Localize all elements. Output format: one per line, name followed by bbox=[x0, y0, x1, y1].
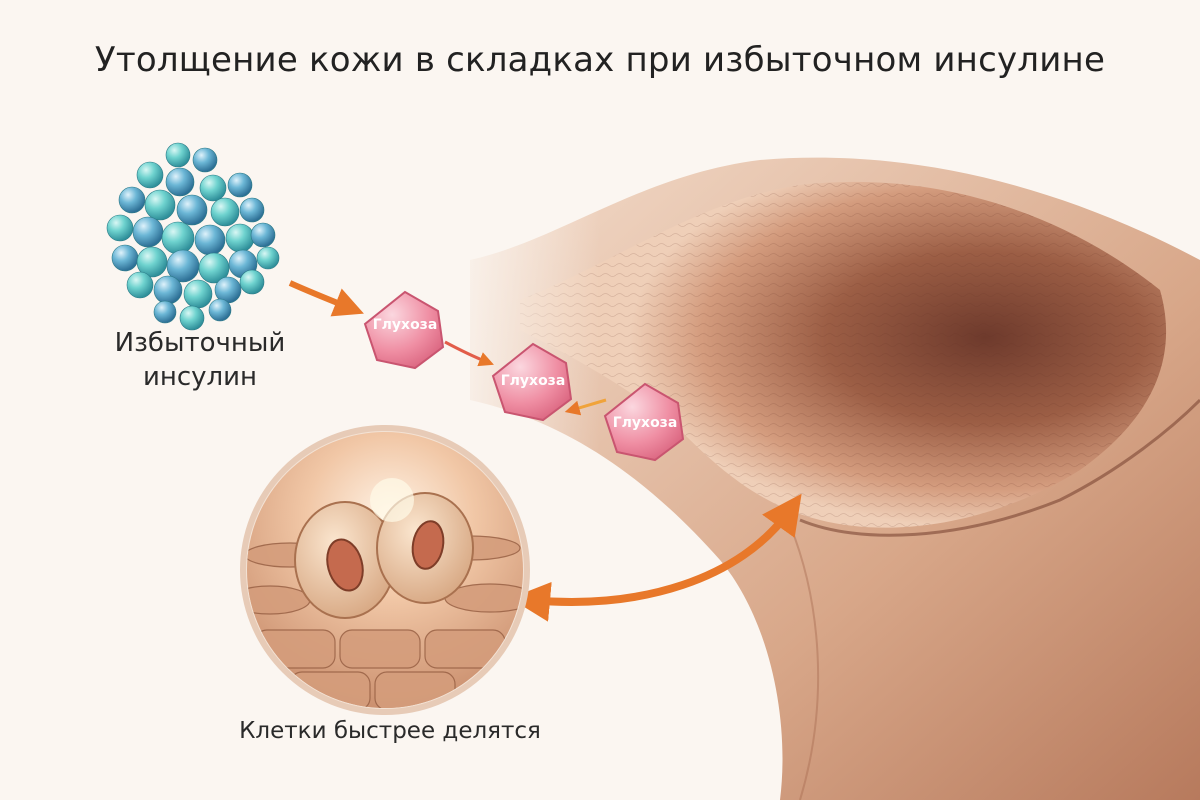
insulin-sphere bbox=[239, 197, 265, 223]
insulin-sphere bbox=[225, 223, 255, 253]
insulin-sphere bbox=[165, 167, 195, 197]
insulin-sphere bbox=[239, 269, 265, 295]
flow-arrows bbox=[288, 280, 802, 622]
glucose-molecule: Глухоза bbox=[603, 382, 685, 462]
insulin-sphere bbox=[136, 246, 168, 278]
insulin-sphere bbox=[227, 172, 253, 198]
skin-fold-illustration bbox=[440, 150, 1200, 800]
insulin-sphere bbox=[208, 298, 232, 322]
cells-label: Клетки быстрее делятся bbox=[239, 718, 541, 744]
arrow-insulin-to-glucose bbox=[288, 280, 364, 317]
glucose-label: Глухоза bbox=[373, 317, 438, 333]
insulin-sphere bbox=[176, 194, 208, 226]
insulin-sphere bbox=[153, 275, 183, 305]
insulin-label-line1: Избыточный bbox=[114, 328, 286, 358]
glucose-label: Глухоза bbox=[613, 415, 678, 431]
insulin-sphere bbox=[210, 197, 240, 227]
glucose-label: Глухоза bbox=[501, 373, 566, 389]
arrow-glucose-1-to-2 bbox=[444, 340, 494, 367]
glucose-molecule: Глухоза bbox=[491, 342, 573, 422]
insulin-label: Избыточный инсулин bbox=[95, 326, 305, 394]
insulin-sphere bbox=[250, 222, 276, 248]
insulin-sphere bbox=[183, 279, 213, 309]
dividing-cell bbox=[376, 492, 474, 604]
insulin-sphere bbox=[106, 214, 134, 242]
insulin-sphere bbox=[111, 244, 139, 272]
insulin-sphere bbox=[198, 252, 230, 284]
insulin-sphere bbox=[192, 147, 218, 173]
insulin-sphere bbox=[179, 305, 205, 331]
glucose-molecule: Глухоза bbox=[363, 290, 445, 370]
diagram-title: Утолщение кожи в складках при избыточном… bbox=[94, 40, 1106, 80]
insulin-sphere bbox=[199, 174, 227, 202]
insulin-sphere bbox=[126, 271, 154, 299]
insulin-sphere bbox=[161, 221, 195, 255]
arrow-glucose-3-to-2 bbox=[564, 398, 607, 416]
insulin-sphere bbox=[194, 224, 226, 256]
arrow-cells-to-fold bbox=[510, 493, 802, 622]
insulin-label-line2: инсулин bbox=[142, 362, 258, 392]
insulin-sphere bbox=[256, 246, 280, 270]
insulin-sphere bbox=[144, 189, 176, 221]
insulin-sphere bbox=[153, 300, 177, 324]
insulin-sphere bbox=[136, 161, 164, 189]
insulin-sphere bbox=[165, 142, 191, 168]
cell-division-magnifier bbox=[240, 425, 530, 715]
dividing-cell bbox=[294, 501, 396, 619]
insulin-sphere bbox=[132, 216, 164, 248]
insulin-sphere bbox=[118, 186, 146, 214]
insulin-molecule-cluster bbox=[106, 142, 280, 331]
